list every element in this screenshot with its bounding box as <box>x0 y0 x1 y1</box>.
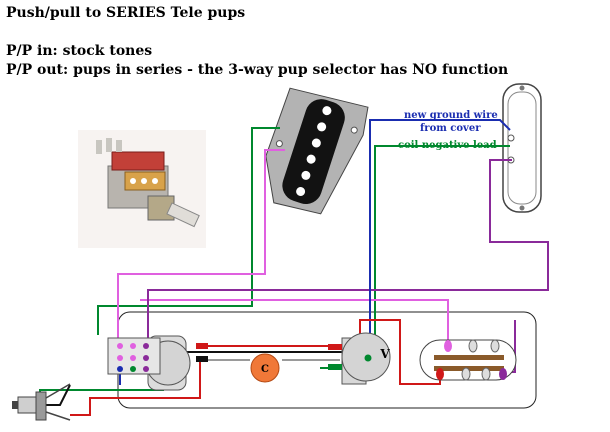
push-pull-pot-photo <box>78 130 206 248</box>
pp-out-note: P/P out: pups in series - the 3-way pup … <box>6 62 509 78</box>
green-wire-neck-coil-negative <box>374 145 510 299</box>
capacitor-label: C <box>261 364 269 375</box>
green-wire-jack-hot <box>39 370 164 405</box>
volume-label: V <box>379 347 390 361</box>
pickup-selector-3way <box>419 339 517 381</box>
neck-pickup <box>502 83 542 213</box>
purple-wire-neck-series <box>147 159 549 345</box>
tone-capacitor: C <box>250 353 280 383</box>
label-ground-wire-line1: new ground wire <box>404 110 498 121</box>
green-wire-bridge-hot <box>97 127 280 335</box>
magenta-wire-bridge-coil <box>117 149 285 340</box>
output-jack <box>12 383 71 421</box>
pp-in-note: P/P in: stock tones <box>6 43 153 59</box>
wires <box>30 119 549 416</box>
label-coil-negative-lead: coil negative lead <box>398 140 497 151</box>
diagram-title: Push/pull to SERIES Tele pups <box>6 5 246 21</box>
blue-wire-ground-cover <box>369 119 511 338</box>
bridge-pickup <box>265 87 369 215</box>
red-wire-jack-ground <box>70 358 201 416</box>
red-wire-volume-to-selector <box>359 319 441 385</box>
magenta-wire-to-selector <box>140 299 449 344</box>
push-pull-switch <box>107 337 161 375</box>
label-ground-wire-line2: from cover <box>420 123 481 134</box>
volume-pot: V <box>328 332 391 385</box>
